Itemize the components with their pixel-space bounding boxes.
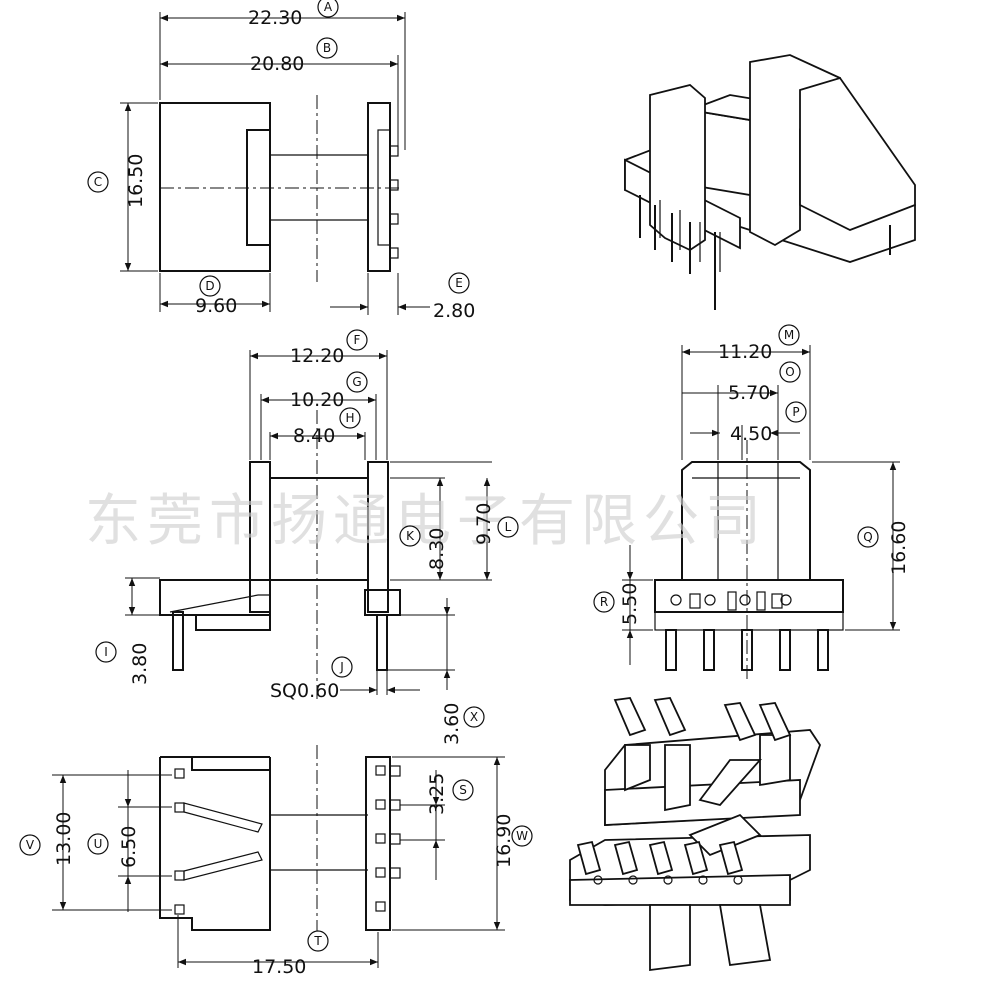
dim-value-r: 5.50: [619, 583, 641, 625]
dim-value-f: 12.20: [290, 345, 344, 367]
dim-value-k: 8.30: [426, 528, 448, 570]
dim-label-w: W: [516, 829, 528, 843]
dim-label-q: Q: [863, 530, 872, 544]
dim-label-k: K: [406, 529, 415, 543]
dim-value-u: 6.50: [118, 826, 140, 868]
dim-value-l: 9.70: [473, 503, 495, 545]
dim-label-d: D: [205, 279, 214, 293]
dim-label-j: J: [339, 660, 344, 674]
dim-value-c: 16.50: [125, 154, 147, 208]
dim-label-x: X: [470, 710, 478, 724]
dimension-values: 22.30 20.80 16.50 9.60 2.80 12.20 10.20 …: [53, 7, 910, 978]
dim-value-g: 10.20: [290, 389, 344, 411]
dimension-lines-view3: [125, 350, 492, 695]
dimension-lines-view4: [622, 345, 900, 665]
front-view: [159, 410, 401, 700]
dim-label-u: U: [94, 837, 103, 851]
dim-value-e: 2.80: [433, 300, 475, 322]
dim-value-i: 3.80: [129, 643, 151, 685]
dim-value-p: 4.50: [730, 423, 772, 445]
dim-label-c: C: [94, 175, 102, 189]
dim-value-m: 11.20: [718, 341, 772, 363]
dim-value-o: 5.70: [728, 382, 770, 404]
dim-label-g: G: [352, 375, 361, 389]
dim-value-h: 8.40: [293, 425, 335, 447]
dim-value-b: 20.80: [250, 53, 304, 75]
dim-label-v: V: [26, 838, 35, 852]
dim-value-a: 22.30: [248, 7, 302, 29]
dim-label-l: L: [505, 520, 512, 534]
dim-value-x: 3.60: [441, 703, 463, 745]
bottom-view: [159, 745, 401, 945]
dimension-lines-view1: [120, 12, 430, 315]
dim-label-o: O: [785, 365, 794, 379]
dim-label-e: E: [455, 276, 463, 290]
dim-label-s: S: [459, 783, 467, 797]
dim-value-w: 16.90: [493, 814, 515, 868]
dim-label-i: I: [104, 645, 108, 659]
dim-label-b: B: [323, 41, 331, 55]
dim-value-j: SQ0.60: [270, 680, 339, 702]
side-view: [654, 440, 844, 680]
isometric-view-exploded: [569, 697, 822, 972]
isometric-view-assembled: [624, 54, 916, 310]
dim-label-a: A: [324, 0, 333, 14]
dim-value-v: 13.00: [53, 812, 75, 866]
dimension-labels: A B C D E F G H K L I J X M O P Q R S W …: [19, 0, 879, 952]
dim-value-t: 17.50: [252, 956, 306, 978]
dim-label-m: M: [784, 328, 794, 342]
watermark-text: 东莞市扬通电子有限公司: [85, 489, 767, 554]
dim-label-h: H: [345, 411, 354, 425]
dim-label-f: F: [354, 333, 361, 347]
dim-value-s: 3.25: [426, 773, 448, 815]
dim-label-t: T: [313, 934, 322, 948]
dim-label-p: P: [792, 405, 799, 419]
dim-value-q: 16.60: [888, 521, 910, 575]
dimension-lines-view5: [52, 756, 505, 968]
top-view: [159, 95, 402, 282]
dim-label-r: R: [600, 595, 608, 609]
dim-value-d: 9.60: [195, 295, 237, 317]
